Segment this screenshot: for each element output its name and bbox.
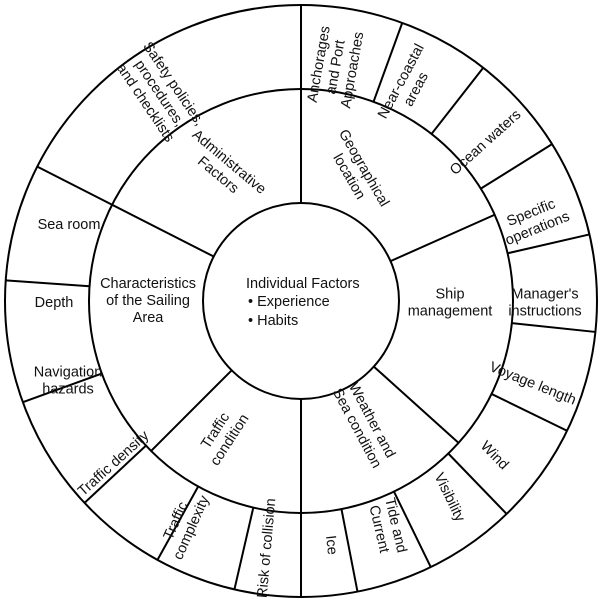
- center-bullet-habits: • Habits: [248, 313, 298, 329]
- outer-divider-12: [156, 485, 200, 561]
- inner-label-administrative-factors: AdministrativeFactors: [178, 127, 269, 211]
- outer-label-wind: Wind: [477, 438, 511, 473]
- outer-label-line: Voyage length: [487, 359, 578, 408]
- outer-label-line: Visibility: [430, 471, 468, 526]
- outer-divider-2: [430, 67, 485, 135]
- outer-divider-4: [507, 233, 590, 255]
- outer-label-tide-and-current: Tide andCurrent: [365, 496, 410, 558]
- outer-label-line: Navigation: [34, 365, 103, 381]
- outer-divider-3: [480, 143, 553, 190]
- outer-label-line: hazards: [42, 382, 94, 398]
- outer-label-traffic-complexity: Trafficcomplexity: [155, 486, 213, 563]
- outer-label-safety-policies-procedures-and-checklists: Safety policies,procedures,and checklist…: [111, 39, 207, 148]
- outer-label-traffic-density: Traffic density: [75, 427, 153, 499]
- outer-divider-7: [447, 452, 508, 515]
- outer-label-line: Sea room: [38, 217, 101, 233]
- inner-divider-5: [111, 203, 215, 258]
- inner-divider-1: [390, 213, 496, 263]
- inner-label-line: of the Sailing: [106, 293, 190, 309]
- inner-label-traffic-condition: Trafficcondition: [193, 402, 252, 469]
- outer-divider-15: [5, 279, 90, 288]
- outer-label-sea-room: Sea room: [38, 217, 101, 233]
- outer-label-near-coastal-areas: Near-coastalareas: [375, 41, 443, 129]
- outer-divider-16: [36, 165, 113, 206]
- outer-label-ice: Ice: [322, 535, 340, 556]
- center-bullet-experience: • Experience: [248, 294, 330, 310]
- outer-divider-6: [491, 393, 568, 432]
- outer-label-line: Traffic density: [75, 427, 153, 499]
- outer-divider-14: [22, 372, 103, 404]
- inner-divider-4: [150, 369, 233, 452]
- inner-divider-2: [373, 365, 460, 444]
- inner-label-line: management: [408, 304, 493, 320]
- outer-label-voyage-length: Voyage length: [487, 359, 578, 408]
- outer-label-line: Wind: [477, 438, 511, 473]
- outer-label-line: Manager's: [511, 287, 578, 303]
- center-label: Individual Factors • Experience • Habits: [246, 276, 360, 329]
- outer-label-visibility: Visibility: [430, 471, 468, 526]
- outer-label-risk-of-collision: Risk of collision: [255, 498, 280, 599]
- outer-divider-5: [511, 322, 596, 333]
- outer-label-line: Ice: [322, 535, 340, 556]
- outer-divider-9: [340, 508, 359, 592]
- outer-divider-1: [372, 22, 404, 103]
- inner-label-line: Ship: [435, 287, 464, 303]
- outer-divider-13: [83, 444, 147, 504]
- inner-label-geographical-location: Geographicallocation: [320, 127, 392, 218]
- sector-dividers: [5, 5, 596, 597]
- inner-label-weather-and-sea-condition: Weather andSea condition: [329, 378, 399, 471]
- inner-label-line: Area: [133, 310, 165, 326]
- center-title: Individual Factors: [246, 276, 360, 292]
- outer-divider-8: [393, 491, 432, 568]
- outer-label-line: Depth: [35, 295, 74, 311]
- outer-label-line: Risk of collision: [255, 498, 280, 599]
- outer-label-line: instructions: [508, 304, 581, 320]
- outer-label-depth: Depth: [35, 295, 74, 311]
- outer-divider-11: [233, 507, 255, 590]
- inner-label-line: Characteristics: [100, 276, 196, 292]
